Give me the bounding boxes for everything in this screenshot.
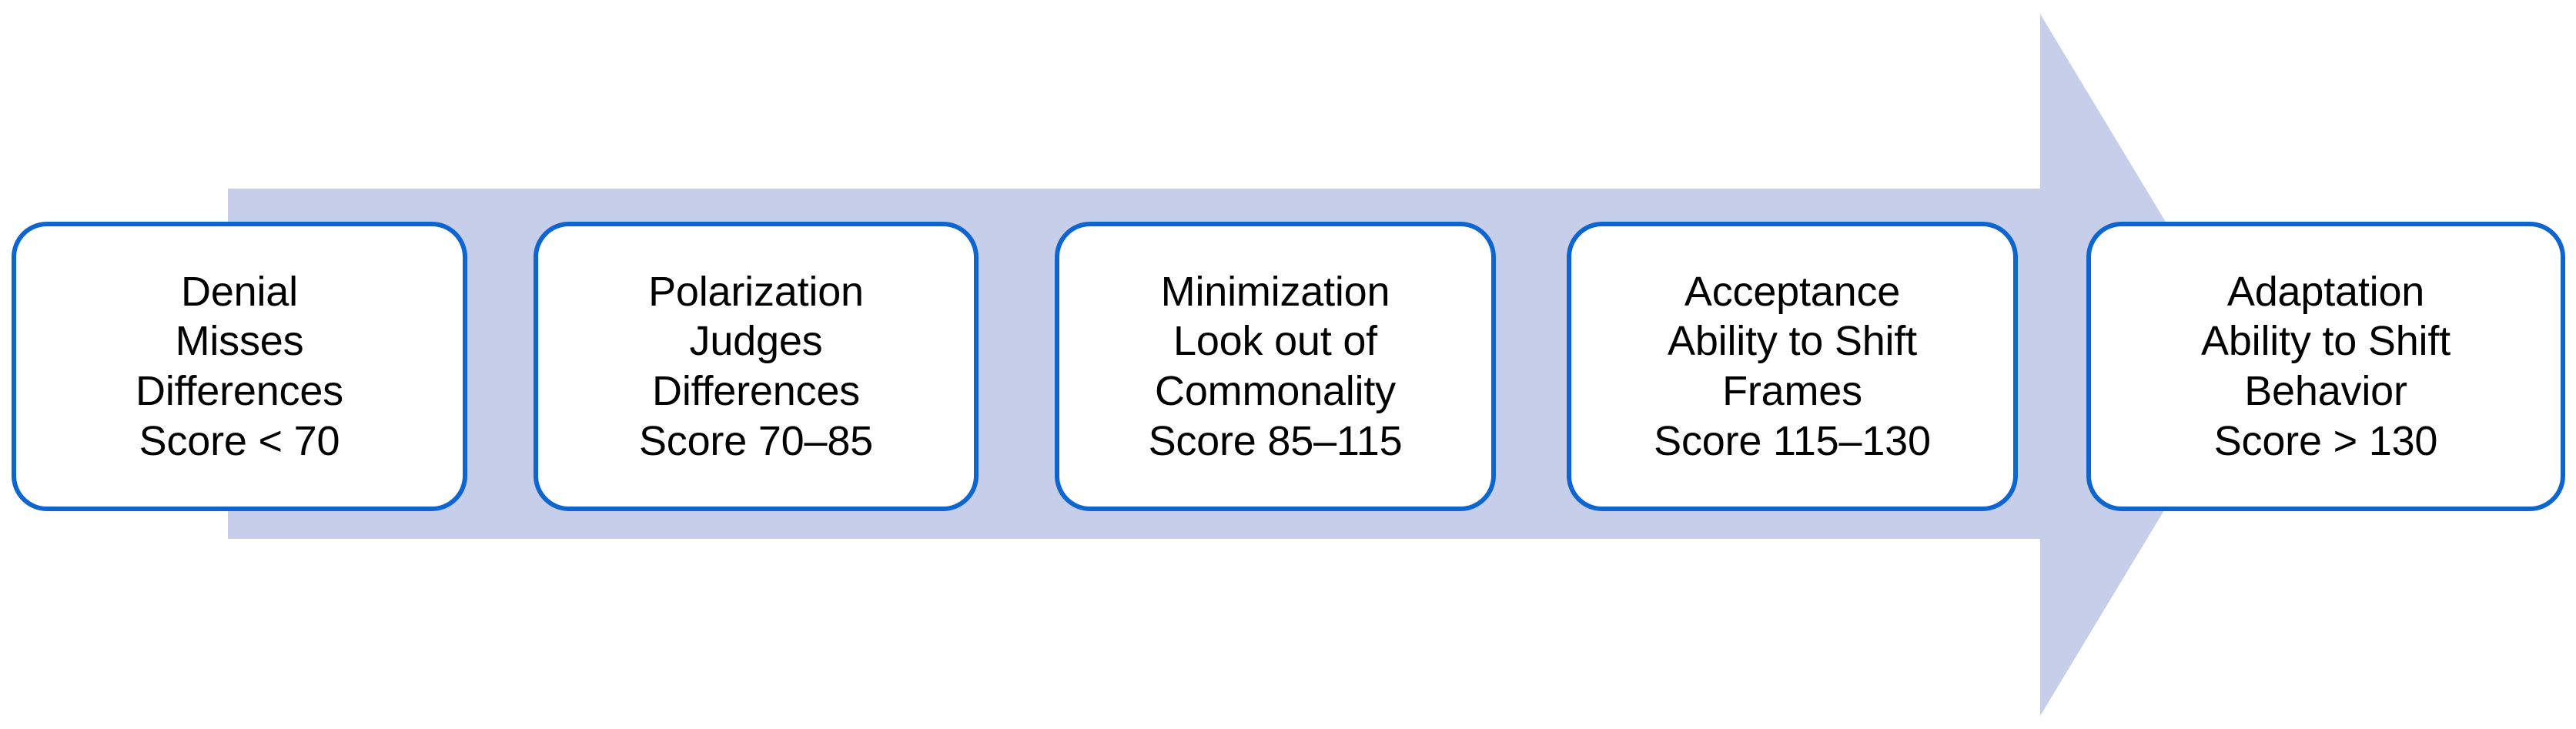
- stage-name-acceptance: Acceptance: [1684, 268, 1901, 315]
- stage-score-acceptance: Score 115–130: [1654, 417, 1931, 464]
- stage-descriptor-denial-1: Misses: [175, 318, 304, 365]
- stage-name-adaptation: Adaptation: [2226, 268, 2425, 315]
- stage-descriptor-denial-2: Differences: [135, 368, 343, 414]
- stage-name-minimization: Minimization: [1160, 268, 1390, 315]
- stage-descriptor-acceptance-1: Ability to Shift: [1668, 318, 1917, 365]
- stage-name-polarization: Polarization: [648, 268, 864, 315]
- stage-box-denial[interactable]: Denial Misses Differences Score < 70: [12, 222, 467, 511]
- stage-box-adaptation[interactable]: Adaptation Ability to Shift Behavior Sco…: [2086, 222, 2565, 511]
- stage-box-minimization[interactable]: Minimization Look out of Commonality Sco…: [1055, 222, 1496, 511]
- stage-descriptor-minimization-1: Look out of: [1173, 318, 1377, 365]
- stage-score-denial: Score < 70: [139, 417, 340, 464]
- stage-descriptor-adaptation-2: Behavior: [2244, 368, 2407, 414]
- stage-descriptor-polarization-2: Differences: [652, 368, 860, 414]
- stage-box-acceptance[interactable]: Acceptance Ability to Shift Frames Score…: [1567, 222, 2018, 511]
- stage-score-minimization: Score 85–115: [1148, 417, 1403, 464]
- stage-score-adaptation: Score > 130: [2213, 417, 2438, 464]
- stage-descriptor-adaptation-1: Ability to Shift: [2201, 318, 2451, 365]
- stage-score-polarization: Score 70–85: [638, 417, 874, 464]
- stage-descriptor-acceptance-2: Frames: [1722, 368, 1862, 414]
- stage-name-denial: Denial: [181, 268, 298, 315]
- stage-descriptor-polarization-1: Judges: [689, 318, 823, 365]
- stage-box-polarization[interactable]: Polarization Judges Differences Score 70…: [534, 222, 979, 511]
- stage-descriptor-minimization-2: Commonality: [1155, 368, 1396, 414]
